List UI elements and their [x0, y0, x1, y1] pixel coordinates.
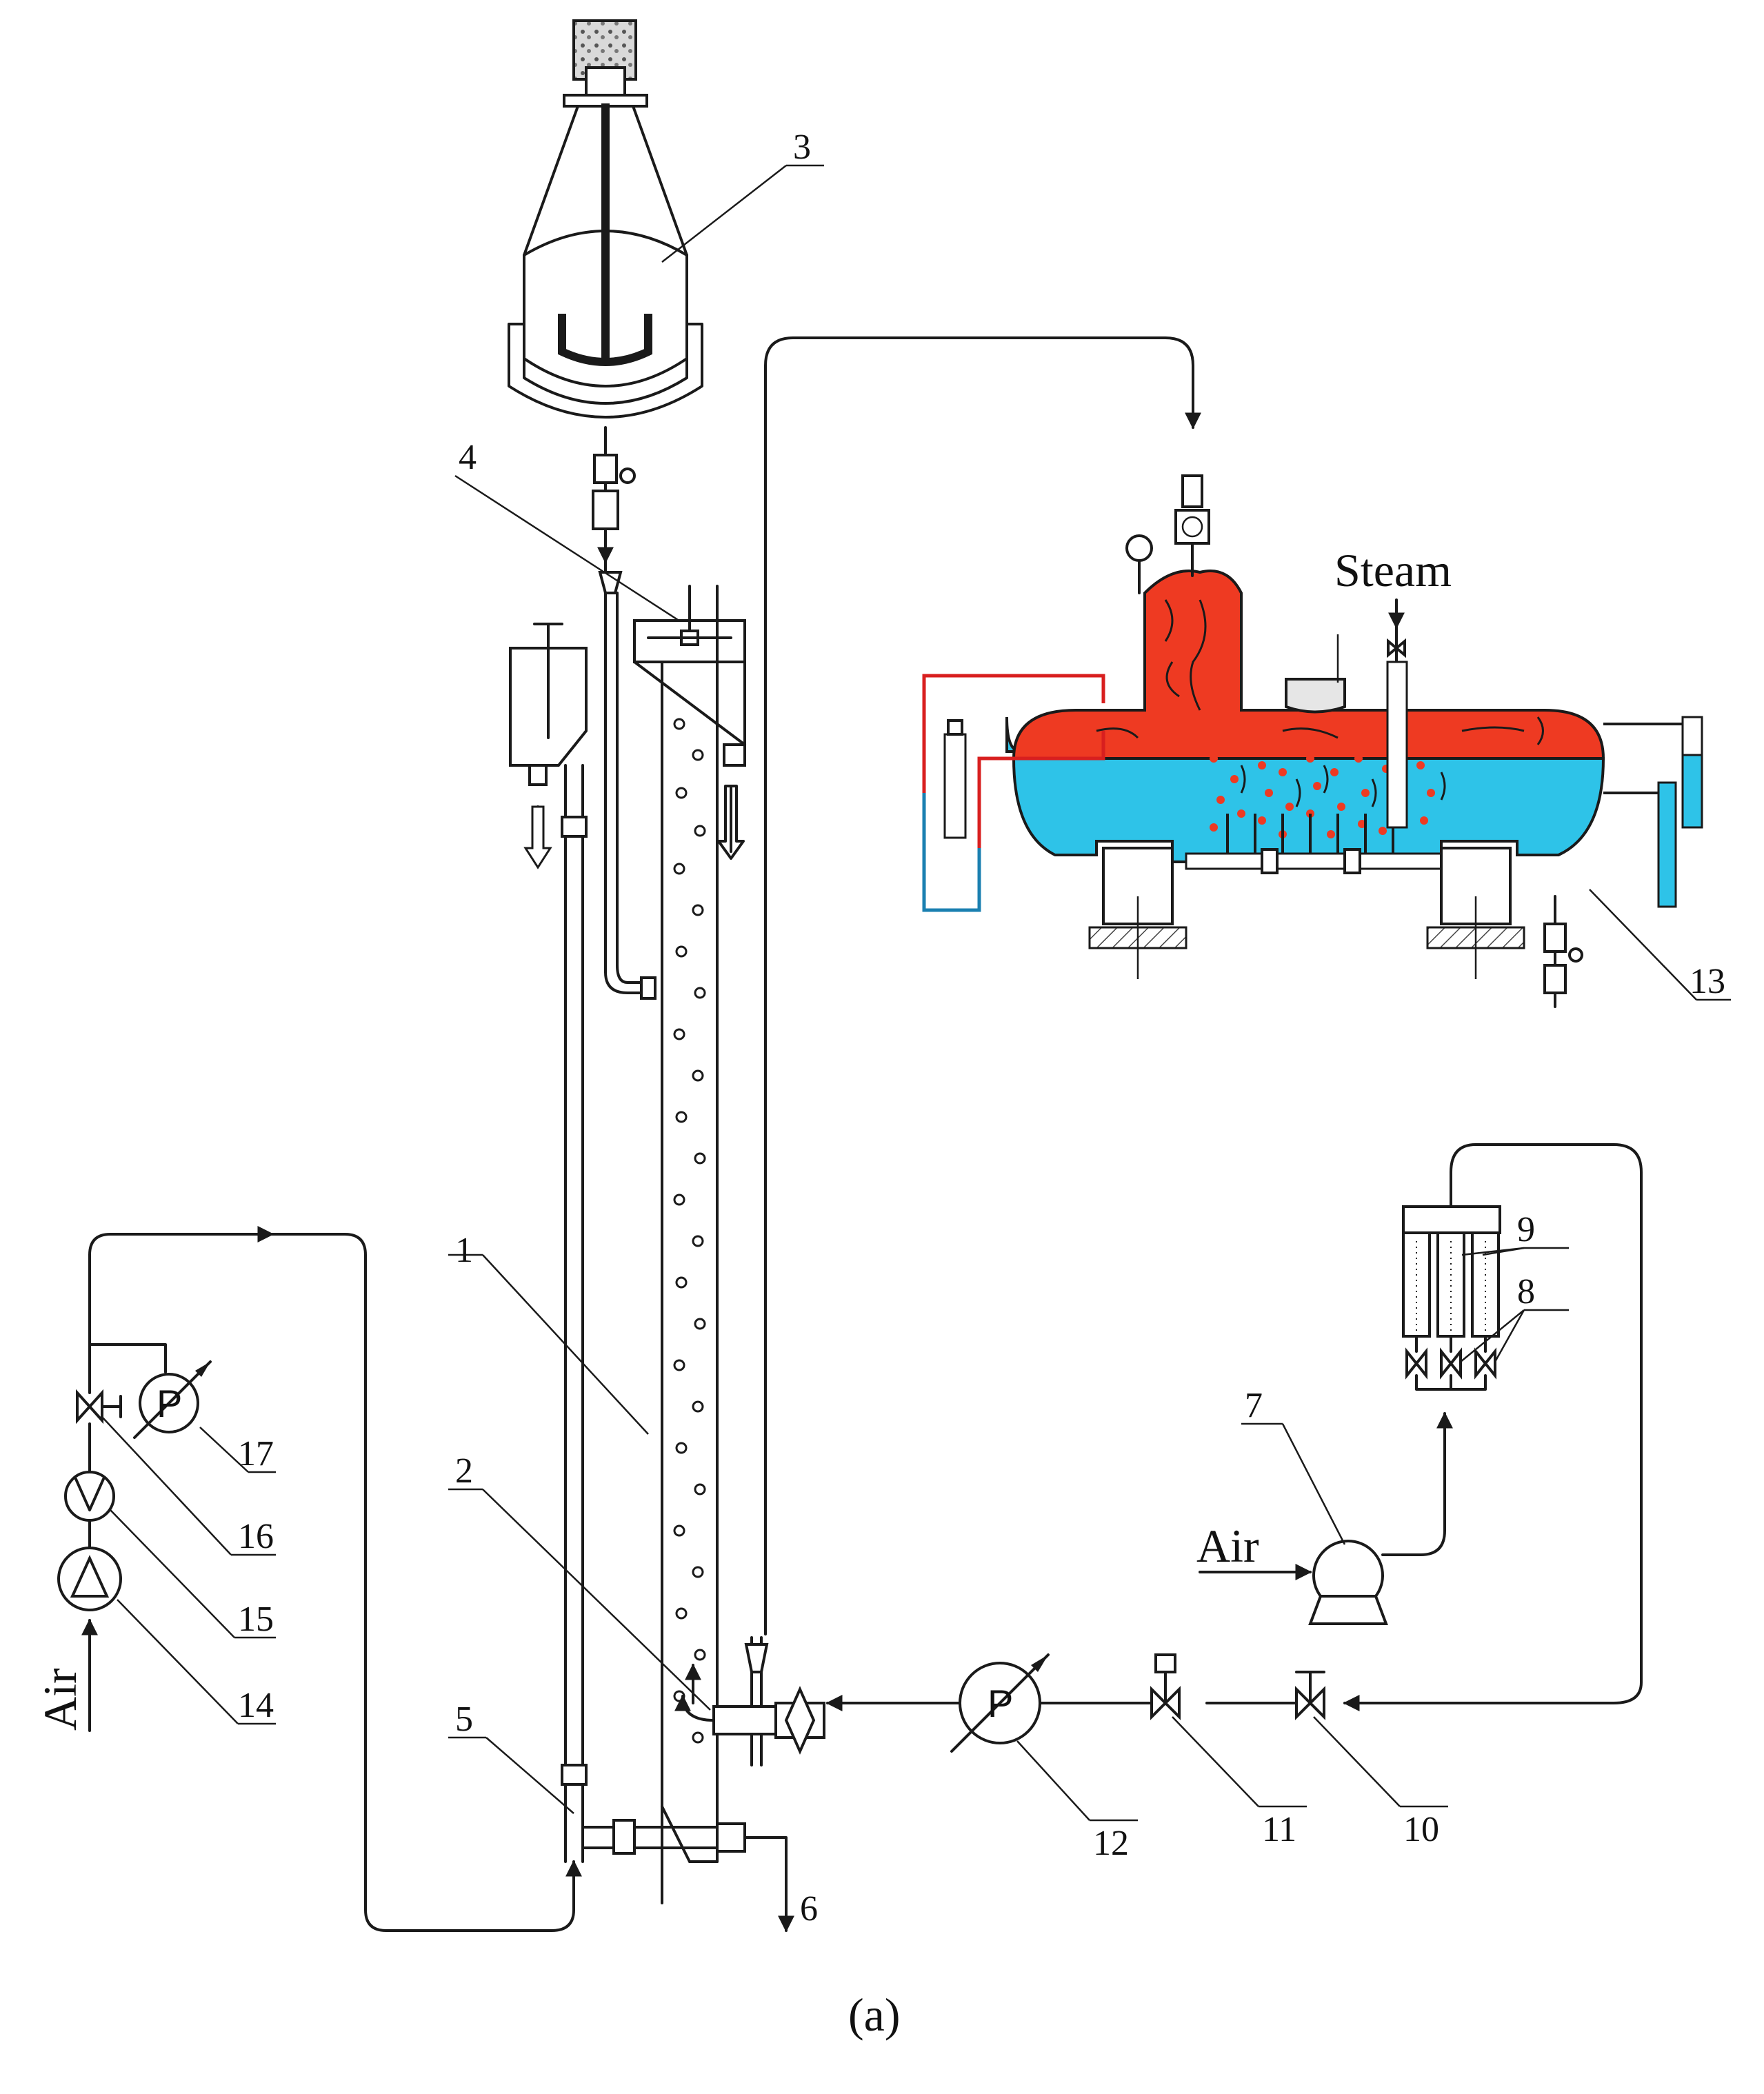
- pressure-symbol-12: P: [988, 1682, 1013, 1725]
- label-17: 17: [238, 1434, 274, 1473]
- air-label-left: Air: [34, 1668, 86, 1731]
- label-3: 3: [793, 128, 811, 167]
- valve-16: [76, 1389, 103, 1424]
- label-11: 11: [1262, 1810, 1296, 1849]
- steam-tank-13: [922, 474, 1731, 1008]
- figure-caption: (a): [848, 1989, 900, 2041]
- label-14: 14: [238, 1686, 274, 1725]
- label-5: 5: [455, 1700, 473, 1739]
- aerator-2: [448, 1488, 825, 1766]
- valve-11: [1150, 1653, 1307, 1808]
- label-16: 16: [238, 1517, 274, 1556]
- rotameters-9: [1402, 1205, 1569, 1338]
- pressure-symbol-17: P: [157, 1382, 182, 1425]
- label-1: 1: [455, 1231, 473, 1270]
- overflow-tank: [509, 623, 588, 869]
- label-4: 4: [459, 438, 477, 477]
- label-8: 8: [1517, 1272, 1535, 1311]
- feed-distributor-4: [454, 474, 690, 1000]
- number-labels: 1 2 3 4 5 6 7 8 9 10 11 12 13 14 15 16 1…: [238, 128, 1725, 1929]
- valves-8: [1405, 1309, 1569, 1391]
- label-10: 10: [1403, 1810, 1439, 1849]
- label-2: 2: [455, 1451, 473, 1491]
- label-6: 6: [800, 1889, 818, 1929]
- pressure-gauge-12: [825, 1653, 1153, 1822]
- left-air-branch: [57, 1226, 582, 1932]
- filter-15: [64, 1471, 115, 1522]
- feed-valve: [592, 426, 636, 574]
- label-13: 13: [1690, 962, 1725, 1001]
- air-label-right: Air: [1196, 1520, 1259, 1572]
- discharge-6: [743, 1836, 794, 1933]
- label-12: 12: [1093, 1824, 1129, 1863]
- vapor-line: [764, 336, 1201, 1635]
- loop-line-right: [1343, 1143, 1643, 1711]
- return-pipe-5: [448, 764, 746, 1863]
- label-9: 9: [1517, 1210, 1535, 1249]
- steam-label: Steam: [1334, 544, 1452, 596]
- flotation-column-1: [448, 585, 746, 1904]
- label-15: 15: [238, 1600, 274, 1639]
- compressor-7: [1199, 1411, 1453, 1625]
- label-7: 7: [1245, 1386, 1263, 1425]
- valve-10: [1295, 1671, 1448, 1808]
- mixing-tank-3: [508, 19, 824, 419]
